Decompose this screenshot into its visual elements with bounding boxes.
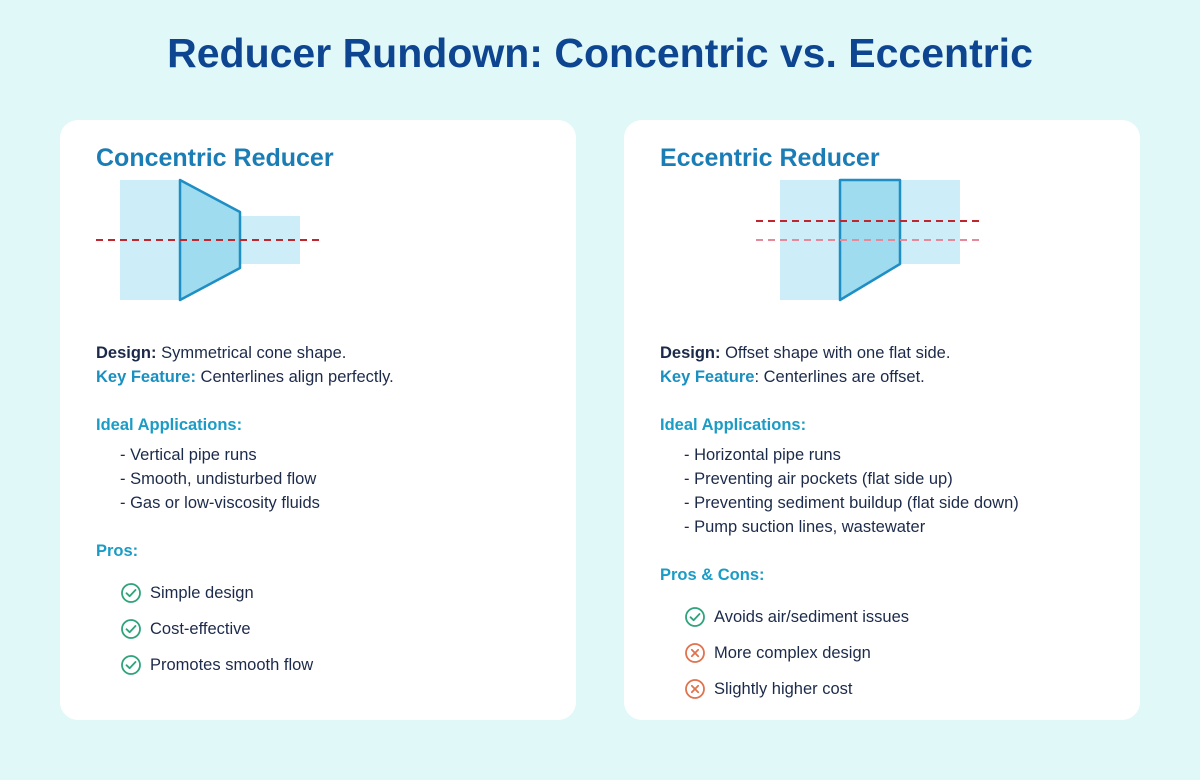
check-circle-icon: [121, 583, 141, 603]
list-item: - Vertical pipe runs: [120, 446, 257, 464]
concentric-pros-list: Simple design Cost-effective Promotes sm…: [120, 575, 313, 683]
eccentric-title: Eccentric Reducer: [660, 144, 880, 172]
pro-text: Promotes smooth flow: [150, 655, 314, 674]
list-item: - Preventing air pockets (flat side up): [684, 470, 953, 488]
x-circle-icon: [685, 679, 705, 699]
pro-text: Avoids air/sediment issues: [714, 607, 910, 626]
concentric-feature-line: Key Feature: Centerlines align perfectly…: [96, 368, 394, 387]
x-circle-icon: [685, 643, 705, 663]
list-item: - Horizontal pipe runs: [684, 446, 841, 464]
list-item: Cost-effective: [120, 611, 313, 647]
design-label: Design:: [660, 344, 721, 362]
concentric-applications-head: Ideal Applications:: [96, 416, 243, 434]
feature-label: Key Feature: [660, 368, 755, 386]
list-item: Simple design: [120, 575, 313, 611]
eccentric-card: Eccentric Reducer Design: Offset shape w…: [624, 120, 1140, 720]
list-item: - Smooth, undisturbed flow: [120, 470, 317, 488]
con-text: More complex design: [714, 643, 871, 662]
design-text: Symmetrical cone shape.: [156, 344, 347, 362]
check-circle-icon: [121, 619, 141, 639]
list-item: - Pump suction lines, wastewater: [684, 518, 926, 536]
eccentric-applications-list: - Horizontal pipe runs - Preventing air …: [684, 443, 1019, 539]
con-text: Slightly higher cost: [714, 679, 853, 698]
list-item: Avoids air/sediment issues: [684, 599, 909, 635]
eccentric-reducer-diagram: [756, 178, 980, 302]
eccentric-applications-head: Ideal Applications:: [660, 416, 807, 434]
concentric-reducer-diagram: [96, 178, 322, 302]
check-circle-icon: [121, 655, 141, 675]
eccentric-pros-cons-head: Pros & Cons:: [660, 566, 765, 584]
eccentric-feature-line: Key Feature: Centerlines are offset.: [660, 368, 925, 387]
eccentric-design-line: Design: Offset shape with one flat side.: [660, 344, 950, 363]
concentric-design-line: Design: Symmetrical cone shape.: [96, 344, 346, 363]
concentric-pros-head: Pros:: [96, 542, 139, 560]
pro-text: Cost-effective: [150, 619, 251, 638]
check-circle-icon: [685, 607, 705, 627]
feature-text: Centerlines align perfectly.: [195, 368, 394, 386]
list-item: Promotes smooth flow: [120, 647, 313, 683]
list-item: - Gas or low-viscosity fluids: [120, 494, 320, 512]
feature-text: : Centerlines are offset.: [754, 368, 925, 386]
pro-text: Simple design: [150, 583, 254, 602]
list-item: Slightly higher cost: [684, 671, 909, 707]
list-item: More complex design: [684, 635, 909, 671]
eccentric-pros-cons-list: Avoids air/sediment issues More complex …: [684, 599, 909, 707]
concentric-title: Concentric Reducer: [96, 144, 334, 172]
page-title: Reducer Rundown: Concentric vs. Eccentri…: [167, 30, 1033, 76]
concentric-applications-list: - Vertical pipe runs - Smooth, undisturb…: [120, 443, 320, 515]
feature-label: Key Feature:: [96, 368, 196, 386]
design-label: Design:: [96, 344, 157, 362]
design-text: Offset shape with one flat side.: [720, 344, 951, 362]
list-item: - Preventing sediment buildup (flat side…: [684, 494, 1019, 512]
concentric-card: Concentric Reducer Design: Symmetrical c…: [60, 120, 576, 720]
